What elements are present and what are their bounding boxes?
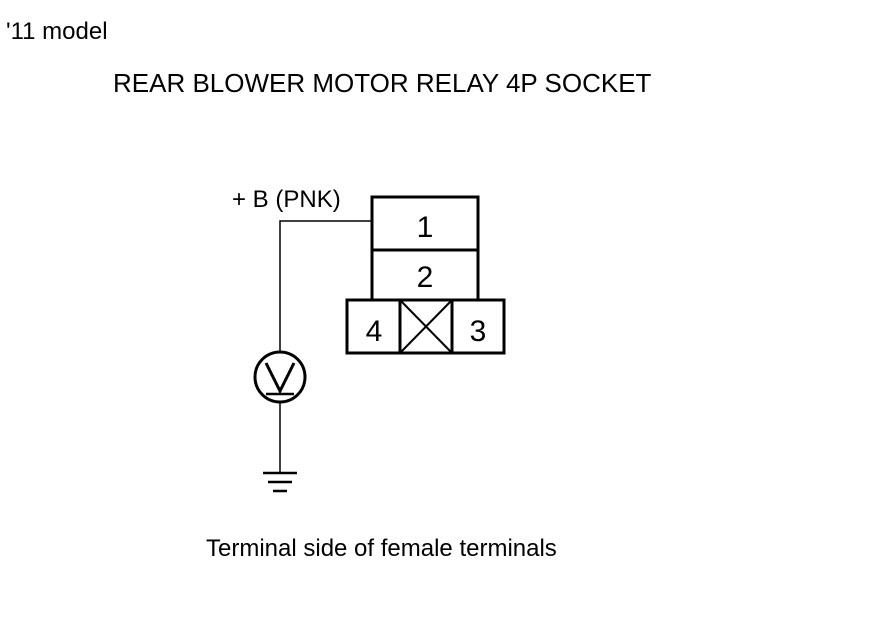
- terminal-3-number: 3: [470, 315, 487, 348]
- voltmeter-icon: [253, 350, 307, 404]
- diagram-title: REAR BLOWER MOTOR RELAY 4P SOCKET: [113, 68, 652, 98]
- model-label: '11 model: [6, 18, 108, 45]
- wire-label: + B (PNK): [232, 186, 341, 213]
- blocked-cavity-icon: [399, 299, 453, 354]
- terminal-2-number: 2: [417, 261, 434, 294]
- connector-bottom-row: [345, 298, 506, 355]
- probe-wire: [279, 220, 372, 352]
- connector-socket: [345, 195, 506, 355]
- terminal-4-number: 4: [366, 315, 383, 348]
- diagram-caption: Terminal side of female terminals: [206, 535, 557, 562]
- ground-icon: [263, 471, 297, 493]
- terminal-1-number: 1: [417, 211, 434, 244]
